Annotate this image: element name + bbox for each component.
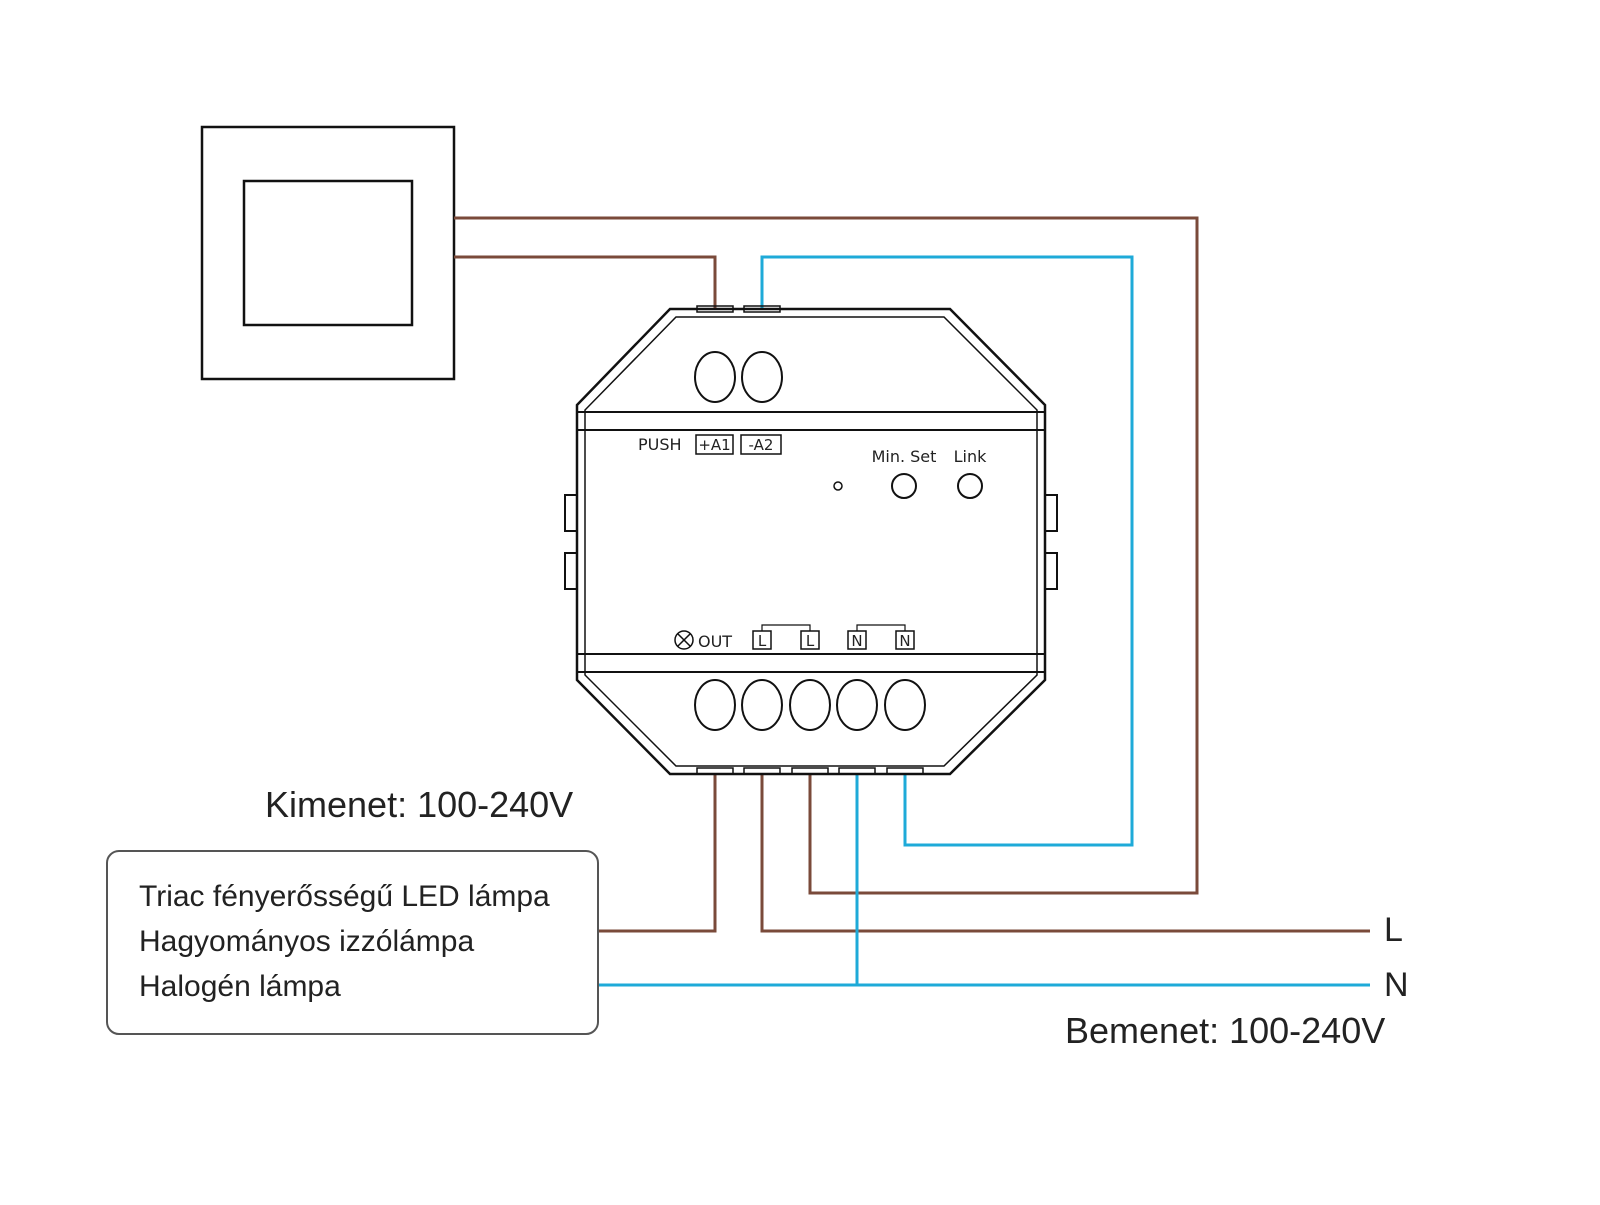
- out-label: OUT: [698, 632, 732, 651]
- l-bridge: [761, 624, 811, 631]
- terminal-screw: [741, 351, 783, 403]
- side-clip: [1044, 552, 1058, 590]
- lamp-type-led: Triac fényerősségű LED lámpa: [139, 880, 550, 913]
- terminal-screw: [694, 679, 736, 731]
- terminal-label-box: [847, 630, 867, 650]
- a2-label: -A2: [749, 436, 774, 454]
- live-wires: [454, 216, 1370, 933]
- wire-l-mains: [760, 774, 1370, 933]
- terminal-slot: [886, 767, 924, 775]
- a2-box: [740, 434, 782, 455]
- n-bridge: [856, 624, 906, 631]
- wire-switch-to-a1: [454, 255, 717, 309]
- min-set-button: [891, 473, 917, 499]
- terminal-screw: [836, 679, 878, 731]
- mains-neutral-label: N: [1384, 966, 1409, 1004]
- wire-out-to-lamp: [598, 774, 717, 933]
- terminal-screw: [741, 679, 783, 731]
- terminal-screw: [884, 679, 926, 731]
- terminal-screw: [789, 679, 831, 731]
- side-clip: [1044, 494, 1058, 532]
- terminal-slot: [838, 767, 876, 775]
- module-housing-inner: [584, 316, 1038, 767]
- push-switch: [200, 125, 456, 381]
- min-set-label: Min. Set: [872, 447, 937, 466]
- lamp-cross-icon: [674, 630, 694, 650]
- side-clip: [564, 552, 578, 590]
- a1-label: +A1: [698, 436, 730, 454]
- lamp-type-incandescent: Hagyományos izzólámpa: [139, 925, 474, 958]
- module-housing: [575, 307, 1047, 776]
- terminal-label-n2: N: [899, 632, 910, 650]
- status-led: [833, 481, 843, 491]
- terminal-label-l2: L: [806, 632, 815, 650]
- switch-rocker: [242, 179, 414, 327]
- lamp-type-halogen: Halogén lámpa: [139, 970, 341, 1003]
- side-clip: [564, 494, 578, 532]
- terminal-slot: [696, 305, 734, 313]
- dimmer-module: PUSH +A1 -A2 Min. Set Link OUT L L N N: [564, 305, 1058, 776]
- output-voltage-label: Kimenet: 100-240V: [265, 784, 573, 825]
- push-label: PUSH: [638, 435, 682, 454]
- lamp-box: Triac fényerősségű LED lámpa Hagyományos…: [106, 850, 599, 1035]
- terminal-label-l1: L: [758, 632, 767, 650]
- terminal-label-n1: N: [851, 632, 862, 650]
- link-button: [957, 473, 983, 499]
- terminal-slot: [743, 305, 781, 313]
- switch-frame: [200, 125, 456, 381]
- neutral-wires: [598, 255, 1370, 987]
- wire-switch-to-l-loop: [454, 216, 1199, 895]
- terminal-label-box: [800, 630, 820, 650]
- input-voltage-label: Bemenet: 100-240V: [1065, 1010, 1385, 1051]
- a1-box: [695, 434, 734, 455]
- lamp-box-frame: [106, 850, 599, 1035]
- terminal-slot: [696, 767, 734, 775]
- mains-live-label: L: [1384, 911, 1403, 949]
- terminal-label-box: [752, 630, 772, 650]
- terminal-label-box: [895, 630, 915, 650]
- terminal-screw: [694, 351, 736, 403]
- terminal-slot: [791, 767, 829, 775]
- terminal-slot: [743, 767, 781, 775]
- wire-a2-to-n-loop: [760, 255, 1134, 847]
- link-label: Link: [954, 447, 988, 466]
